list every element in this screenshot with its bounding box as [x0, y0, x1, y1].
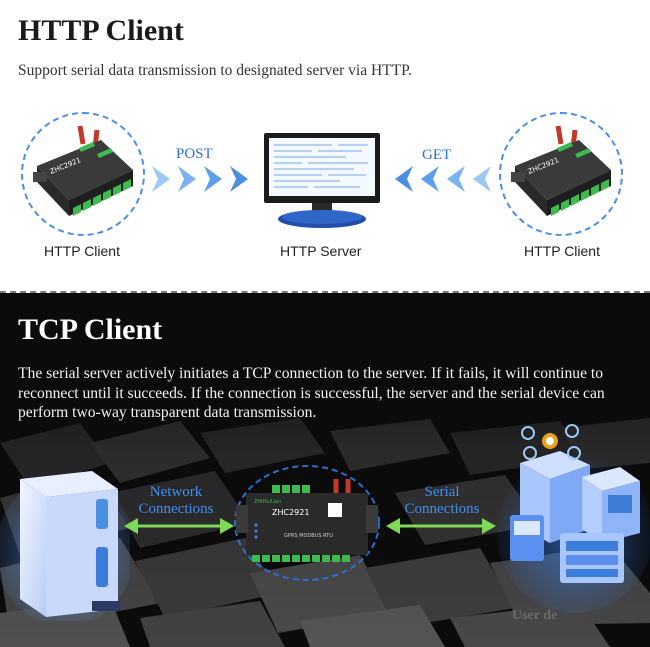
server-tower-icon	[0, 471, 130, 621]
server-label: HTTP Server	[280, 243, 362, 259]
right-client-device-circle: ZHC2921	[499, 112, 623, 236]
tcp-client-section: TCP Client The serial server actively in…	[0, 293, 650, 647]
right-client-label: HTTP Client	[524, 243, 600, 259]
get-label: GET	[422, 147, 452, 163]
dtu-device-ring: ZHIHuiLian ZHC2921 GPRS MODBUS RTU	[234, 465, 380, 581]
dtu-brand-text: ZHIHuiLian	[254, 499, 281, 505]
post-chevron-arrows-icon	[152, 166, 248, 192]
http-client-subtitle: Support serial data transmission to desi…	[18, 62, 412, 79]
user-devices-label: User de	[512, 608, 558, 623]
serial-connections-label: Serial Connections	[404, 484, 480, 517]
double-arrow-icon	[386, 518, 496, 534]
post-label: POST	[176, 146, 213, 162]
left-client-device-circle: ZHC2921	[21, 112, 145, 236]
network-connections-label: Network Connections	[138, 484, 214, 517]
tcp-client-title: TCP Client	[18, 313, 163, 346]
dtu-sub-text: GPRS MODBUS RTU	[284, 533, 333, 539]
http-server-monitor-icon	[264, 133, 380, 228]
dtu-model-text: ZHC2921	[272, 508, 309, 517]
left-client-label: HTTP Client	[44, 243, 120, 259]
http-client-section: HTTP Client Support serial data transmis…	[0, 0, 650, 291]
http-client-title: HTTP Client	[18, 14, 184, 47]
tcp-client-description: The serial server actively initiates a T…	[18, 365, 605, 421]
user-devices-icon	[497, 424, 650, 613]
section-divider	[0, 291, 650, 293]
dtu-device-icon: ZHC2921	[511, 125, 611, 216]
get-chevron-arrows-icon	[395, 166, 491, 192]
double-arrow-icon	[124, 518, 234, 534]
dtu-device-icon: ZHC2921	[33, 125, 133, 216]
